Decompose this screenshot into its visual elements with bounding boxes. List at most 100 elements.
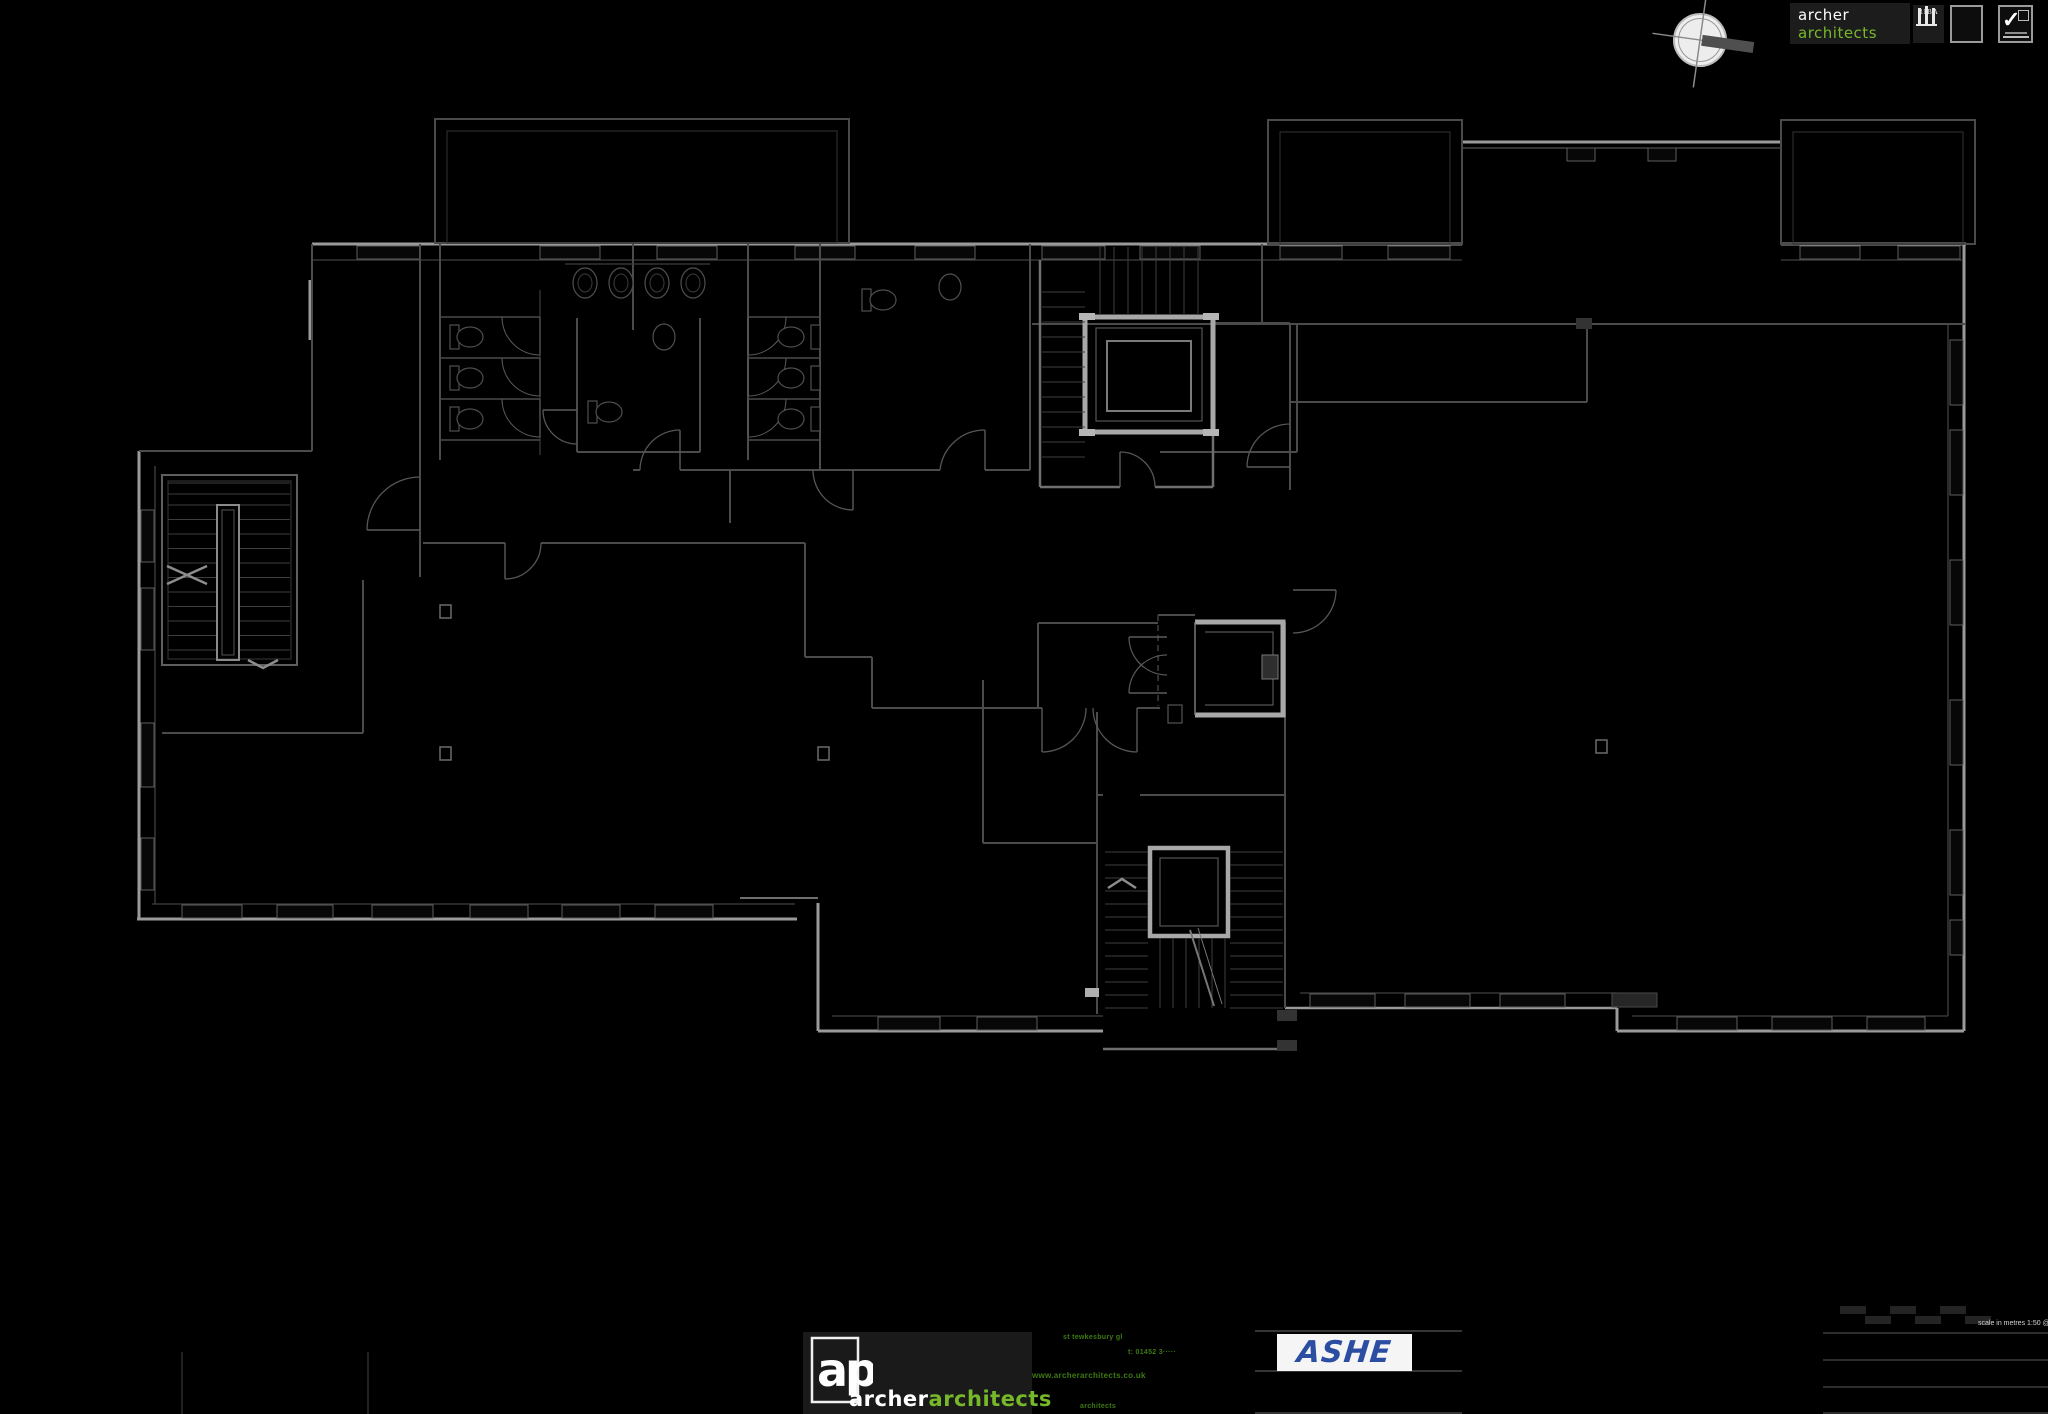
toilet (777, 408, 805, 430)
door-swing-arc (639, 429, 681, 471)
door-swing-arc (542, 409, 578, 445)
window (914, 245, 976, 260)
bay-outline (1267, 119, 1463, 245)
window (356, 245, 421, 260)
bay-outline (221, 509, 235, 656)
wall-pier (1277, 1010, 1297, 1021)
window (140, 722, 155, 788)
window (276, 904, 334, 919)
redacted-text-block (1865, 1316, 1891, 1324)
wash-basin (685, 273, 701, 293)
window (539, 245, 601, 260)
wall-pier (1576, 318, 1592, 329)
architect-logo-line2: architects (1798, 24, 1878, 42)
column (1595, 739, 1608, 754)
window (1949, 339, 1964, 406)
lift-shaft-inner (1095, 327, 1203, 422)
window (1949, 429, 1964, 496)
door-swing-arc (747, 398, 787, 438)
window (371, 904, 434, 919)
window (140, 509, 155, 563)
lift-car (1106, 340, 1192, 412)
window (1499, 993, 1566, 1008)
riba-badge: RIBA (1913, 5, 1944, 43)
stair-arrow (166, 564, 208, 586)
window (1676, 1016, 1738, 1031)
bay-outline (434, 118, 850, 244)
window (794, 245, 856, 260)
toilet (777, 326, 805, 348)
door-swing-arc (1292, 589, 1337, 634)
riba-crest-icon (1916, 6, 1937, 26)
window (1647, 147, 1677, 162)
door-swing-arc (1128, 636, 1168, 676)
lift-corner-tab (1079, 313, 1095, 320)
door-swing-arc (1119, 451, 1156, 488)
wall-pier (1611, 992, 1658, 1008)
cert-mini-icon (2018, 10, 2029, 21)
window (561, 904, 621, 919)
window (976, 1016, 1038, 1031)
toilet (456, 326, 484, 348)
stair-arrow (247, 658, 279, 670)
window (181, 904, 243, 919)
window (1771, 1016, 1833, 1031)
contact-address: st tewkesbury gl (1063, 1334, 1123, 1341)
north-arrow-part (1701, 34, 1755, 53)
checkmark-icon: ✓ (2002, 7, 2021, 32)
stair-cut-line (1197, 927, 1223, 1005)
toilet (777, 367, 805, 389)
redacted-text-block (1965, 1316, 1991, 1324)
door-swing-arc (1092, 707, 1138, 753)
north-arrow-part (1692, 0, 1708, 88)
toilet (869, 289, 897, 311)
bay-outline (1792, 131, 1964, 245)
bay-outline (161, 474, 298, 666)
window (1799, 245, 1861, 260)
toilet (810, 406, 821, 432)
window (1387, 245, 1451, 260)
wordmark-architects: architects (928, 1387, 1052, 1411)
door-swing-arc (1041, 707, 1087, 753)
door-threshold (1085, 988, 1099, 997)
window (1949, 559, 1964, 626)
stair-arrow (1107, 877, 1137, 890)
wash-basin (613, 273, 629, 293)
window (877, 1016, 941, 1031)
svg-text:ap: ap (817, 1343, 873, 1397)
wash-basin (652, 323, 676, 351)
bay-outline (446, 130, 838, 244)
north-arrow-icon (1652, 0, 1755, 88)
archer-architects-logo: ap archerarchitects (803, 1332, 1051, 1414)
door-swing-arc (366, 476, 421, 531)
scale-note: scale in metres 1:50 @ A1 (1978, 1320, 2048, 1327)
door-swing-arc (747, 316, 787, 356)
column (439, 604, 452, 619)
wash-basin (938, 273, 962, 301)
window (654, 904, 714, 919)
door-swing-arc (1246, 423, 1291, 468)
lift-shaft (1195, 619, 1286, 718)
archer-architects-wordmark: archerarchitects (849, 1387, 1052, 1411)
lift-counterweight (1261, 654, 1279, 680)
column (439, 746, 452, 761)
lift-shaft (1082, 314, 1216, 435)
window (1949, 699, 1964, 766)
bay-outline (167, 480, 292, 660)
window (1404, 993, 1471, 1008)
redacted-text-block (1940, 1306, 1966, 1314)
contact-tagline: architects (1080, 1403, 1117, 1410)
window (1309, 993, 1376, 1008)
window (1279, 245, 1343, 260)
door-swing-arc (501, 357, 541, 397)
wash-basin (649, 273, 665, 293)
wc-fixture (1167, 704, 1183, 724)
cert-text-bar (2005, 32, 2027, 34)
toilet (456, 367, 484, 389)
toilet (456, 408, 484, 430)
lift-corner-tab (1079, 429, 1095, 436)
bay-outline (1780, 119, 1976, 245)
stair-cut-line (1189, 929, 1215, 1007)
window (140, 837, 155, 891)
